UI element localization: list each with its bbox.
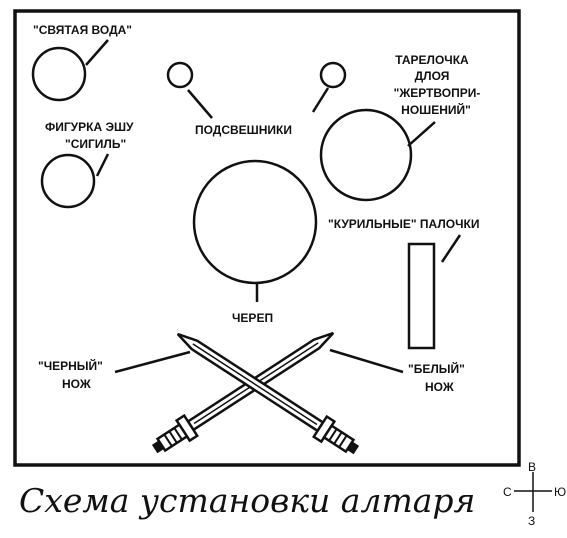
eshu-leader <box>95 153 110 177</box>
compass: В С Ю З <box>503 460 566 528</box>
compass-right: Ю <box>554 485 566 499</box>
candlestick-right <box>319 61 347 89</box>
candlestick-left <box>166 61 194 89</box>
altar-frame <box>13 9 521 467</box>
compass-bottom: З <box>528 514 535 528</box>
candlesticks-label: ПОДСВЕШНИКИ <box>195 123 292 137</box>
eshu-figure <box>40 153 96 209</box>
holy-water-label: "СВЯТАЯ ВОДА" <box>33 23 132 37</box>
incense-sticks <box>407 242 436 350</box>
holy-water-bowl <box>31 46 87 102</box>
eshu-label-line2: "СИГИЛЬ" <box>65 137 126 151</box>
candlestick-left-leader <box>187 89 213 119</box>
black-knife-label-line1: "ЧЕРНЫЙ" <box>38 358 103 373</box>
white-knife-label-line1: "БЕЛЫЙ" <box>408 361 465 376</box>
white-knife-leader <box>329 348 404 374</box>
plate-label-line4: НОШЕНИЙ" <box>401 102 471 117</box>
skull-label: ЧЕРЕП <box>232 311 273 325</box>
black-knife-label-line2: НОЖ <box>62 377 91 391</box>
compass-left: С <box>503 485 512 499</box>
white-knife <box>169 322 365 462</box>
compass-top: В <box>528 460 536 474</box>
black-knife-leader <box>114 350 191 374</box>
plate-label-line3: "ЖЕРТВОПРИ- <box>394 86 481 100</box>
plate-label-line2: ДЛОЯ <box>415 69 450 83</box>
plate-leader <box>407 121 436 147</box>
white-knife-label-line2: НОЖ <box>425 380 454 394</box>
plate-label-line1: ТАРЕЛОЧКА <box>395 53 469 67</box>
eshu-label-line1: ФИГУРКА ЭШУ <box>45 120 134 134</box>
black-knife <box>146 321 342 461</box>
incense-label: "КУРИЛЬНЫЕ" ПАЛОЧКИ <box>328 217 479 231</box>
offering-plate <box>319 108 413 202</box>
candlestick-right-leader <box>311 87 330 113</box>
holy-water-leader <box>85 39 109 66</box>
diagram-caption: Схема установки алтаря <box>19 481 475 520</box>
incense-leader <box>440 234 462 263</box>
skull <box>192 159 318 285</box>
